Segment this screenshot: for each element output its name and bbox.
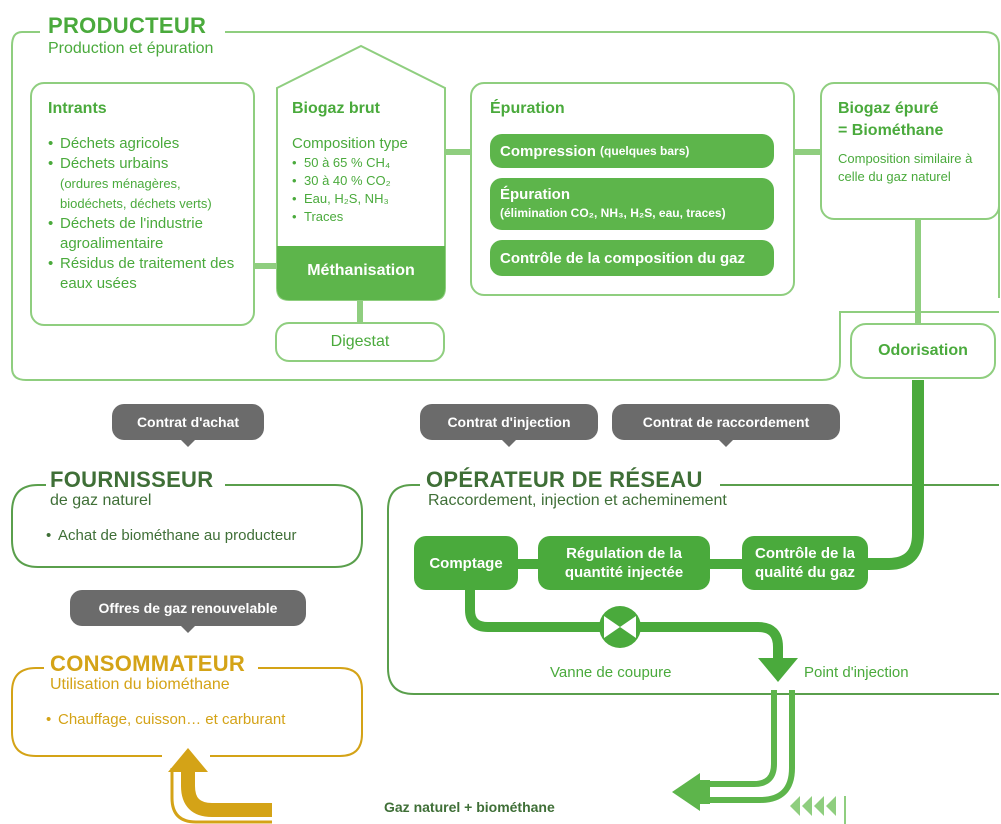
methanisation-label: Méthanisation xyxy=(307,262,415,279)
intrants-item: Déchets agricoles xyxy=(48,134,237,154)
composition-item: Eau, H₂S, NH₃ xyxy=(292,190,442,208)
digestat-label: Digestat xyxy=(330,333,390,350)
distribution-pipe-outer xyxy=(690,690,795,803)
distribution-pipe-inner xyxy=(690,690,777,787)
biomethane-box: Biogaz épuré = Biométhane Composition si… xyxy=(820,82,1000,220)
biomethane-title-1: Biogaz épuré xyxy=(838,100,939,117)
operateur-frame xyxy=(387,484,999,695)
producteur-subtitle: Production et épuration xyxy=(48,40,214,57)
intrants-title: Intrants xyxy=(48,100,107,117)
intrants-item: Déchets de l'industrie agroalimentaire xyxy=(48,214,237,254)
biomethane-desc: Composition similaire à celle du gaz nat… xyxy=(838,151,973,184)
epuration-step-detail: (élimination CO₂, NH₃, H₂S, eau, traces) xyxy=(500,206,726,220)
fournisseur-subtitle: de gaz naturel xyxy=(50,492,152,509)
vanne-icon xyxy=(599,606,641,648)
compression-step: Compression (quelques bars) xyxy=(490,134,774,168)
gold-arrow xyxy=(168,748,208,772)
epuration-step-label: Épuration xyxy=(500,186,570,203)
biomethane-title-2: = Biométhane xyxy=(838,122,944,139)
gold-pipe-outer xyxy=(170,768,272,824)
biogaz-brut-title: Biogaz brut xyxy=(292,100,380,117)
flow-label: Gaz naturel + biométhane xyxy=(384,799,555,815)
odorisation-box: Odorisation xyxy=(850,323,996,379)
fournisseur-item: Achat de biométhane au producteur xyxy=(46,526,297,546)
composition-item: 50 à 65 % CH₄ xyxy=(292,154,442,172)
incoming-chevrons-icon xyxy=(790,796,836,816)
regulation-step: Régulation de la quantité injectée xyxy=(538,536,710,590)
odorisation-label: Odorisation xyxy=(878,342,968,359)
intrants-item: Résidus de traitement des eaux usées xyxy=(48,254,237,294)
composition-item: 30 à 40 % CO₂ xyxy=(292,172,442,190)
epuration-title: Épuration xyxy=(490,100,565,117)
vanne-label: Vanne de coupure xyxy=(550,664,672,681)
consommateur-list: Chauffage, cuisson… et carburant xyxy=(46,710,285,730)
pipe-odorisation-controle xyxy=(866,380,924,570)
epuration-step: Épuration (élimination CO₂, NH₃, H₂S, ea… xyxy=(490,178,774,230)
producteur-frame xyxy=(11,31,1000,381)
digestat-box: Digestat xyxy=(275,322,445,362)
consommateur-title: CONSOMMATEUR xyxy=(46,652,250,676)
intrants-box: Intrants Déchets agricoles Déchets urbai… xyxy=(30,82,255,326)
controle-qualite-step: Contrôle de la qualité du gaz xyxy=(742,536,868,590)
fournisseur-list: Achat de biométhane au producteur xyxy=(46,526,297,546)
operateur-subtitle: Raccordement, injection et acheminement xyxy=(428,492,727,509)
fournisseur-frame xyxy=(11,484,363,568)
fournisseur-title: FOURNISSEUR xyxy=(46,468,218,492)
compression-detail: (quelques bars) xyxy=(600,143,690,158)
intrants-list: Déchets agricoles Déchets urbains(ordure… xyxy=(48,134,237,294)
producteur-title: PRODUCTEUR xyxy=(44,14,211,38)
intrants-item: Déchets urbains(ordures ménagères, biodé… xyxy=(48,154,237,214)
point-injection-label: Point d'injection xyxy=(804,664,909,681)
compression-label: Compression xyxy=(500,142,596,160)
controle-composition-step: Contrôle de la composition du gaz xyxy=(490,240,774,276)
urbains-detail: (ordures ménagères, biodéchets, déchets … xyxy=(60,176,212,211)
contrat-injection-pill: Contrat d'injection xyxy=(420,404,598,447)
composition-list: 50 à 65 % CH₄ 30 à 40 % CO₂ Eau, H₂S, NH… xyxy=(292,154,442,226)
composition-title: Composition type xyxy=(292,135,408,152)
operateur-title: OPÉRATEUR DE RÉSEAU xyxy=(422,468,707,492)
contrat-raccordement-pill: Contrat de raccordement xyxy=(612,404,840,447)
offres-pill: Offres de gaz renouvelable xyxy=(70,590,306,633)
consommateur-item: Chauffage, cuisson… et carburant xyxy=(46,710,285,730)
consommateur-frame xyxy=(11,667,363,757)
biogaz-brut-content: Biogaz brut Composition type 50 à 65 % C… xyxy=(292,98,442,226)
consommateur-subtitle: Utilisation du biométhane xyxy=(50,676,230,693)
contrat-achat-pill: Contrat d'achat xyxy=(112,404,264,447)
comptage-step: Comptage xyxy=(414,536,518,590)
gold-pipe xyxy=(181,768,272,817)
injection-arrow xyxy=(758,658,798,682)
composition-item: Traces xyxy=(292,208,442,226)
